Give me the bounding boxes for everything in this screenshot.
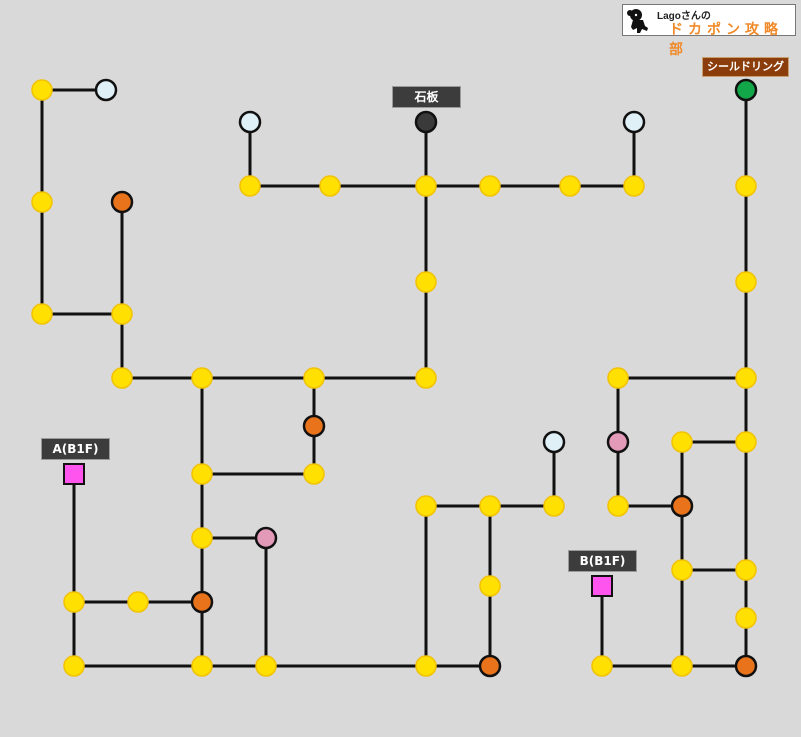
yellow-space <box>735 271 757 293</box>
orange-space <box>110 190 134 214</box>
yellow-space <box>303 463 325 485</box>
yellow-space <box>735 607 757 629</box>
map-spaces <box>31 78 758 678</box>
yellow-space <box>735 367 757 389</box>
yellow-space <box>415 271 437 293</box>
yellow-space <box>191 367 213 389</box>
warp-space <box>63 463 85 485</box>
dark-space <box>414 110 438 134</box>
yellow-space <box>735 175 757 197</box>
yellow-space <box>255 655 277 677</box>
light-blue-space <box>542 430 566 454</box>
path-lines <box>40 88 748 668</box>
brand-line1: Lagoさんの <box>657 11 711 22</box>
yellow-space <box>671 559 693 581</box>
yellow-space <box>671 655 693 677</box>
yellow-space <box>671 431 693 453</box>
yellow-space <box>479 575 501 597</box>
yellow-space <box>607 495 629 517</box>
yellow-space <box>319 175 341 197</box>
yellow-space <box>31 191 53 213</box>
site-logo[interactable]: Lagoさんの ドカポン攻略部 <box>622 4 796 58</box>
brand-title: ドカポン攻略部 <box>669 22 783 58</box>
yellow-space <box>31 79 53 101</box>
orange-space <box>190 590 214 614</box>
pink-space <box>254 526 278 550</box>
orange-space <box>670 494 694 518</box>
yellow-space <box>63 591 85 613</box>
yellow-space <box>543 495 565 517</box>
light-blue-space <box>238 110 262 134</box>
b-b1f-label: B(B1F) <box>568 550 637 572</box>
orange-space <box>734 654 758 678</box>
yellow-space <box>415 175 437 197</box>
yellow-space <box>239 175 261 197</box>
yellow-space <box>735 559 757 581</box>
yellow-space <box>63 655 85 677</box>
pink-space <box>606 430 630 454</box>
sekiban-label: 石板 <box>392 86 461 108</box>
yellow-space <box>415 367 437 389</box>
yellow-space <box>31 303 53 325</box>
yellow-space <box>479 175 501 197</box>
yellow-space <box>735 431 757 453</box>
yellow-space <box>303 367 325 389</box>
shield-ring-label: シールドリング <box>702 57 789 77</box>
yellow-space <box>607 367 629 389</box>
yellow-space <box>415 495 437 517</box>
orange-space <box>478 654 502 678</box>
yellow-space <box>559 175 581 197</box>
yellow-space <box>415 655 437 677</box>
yellow-space <box>191 527 213 549</box>
orange-space <box>302 414 326 438</box>
yellow-space <box>191 655 213 677</box>
yellow-space <box>479 495 501 517</box>
yellow-space <box>591 655 613 677</box>
yellow-space <box>111 303 133 325</box>
yellow-space <box>127 591 149 613</box>
warp-space <box>591 575 613 597</box>
light-blue-space <box>94 78 118 102</box>
yellow-space <box>191 463 213 485</box>
green-space <box>734 78 758 102</box>
a-b1f-label: A(B1F) <box>41 438 110 460</box>
yellow-space <box>623 175 645 197</box>
yellow-space <box>111 367 133 389</box>
light-blue-space <box>622 110 646 134</box>
monkey-silhouette-icon <box>627 9 648 33</box>
